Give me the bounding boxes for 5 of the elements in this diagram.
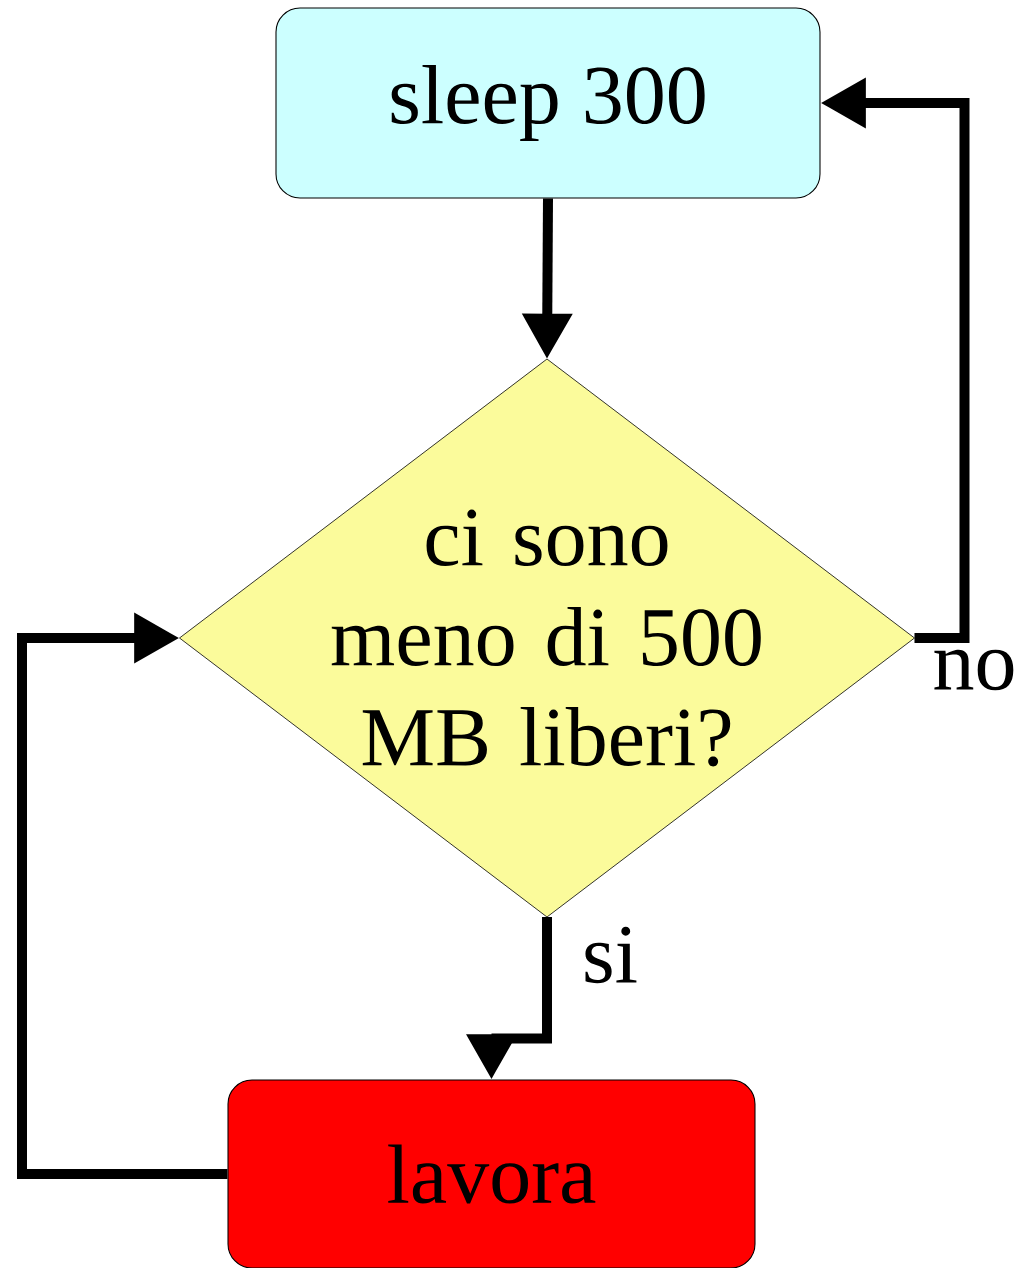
process-box: lavora — [227, 1079, 756, 1268]
arrow — [17, 612, 228, 1179]
edge-label: si — [585, 926, 637, 984]
process-box: sleep 300 — [275, 7, 821, 199]
edge-label: no — [934, 649, 1014, 691]
